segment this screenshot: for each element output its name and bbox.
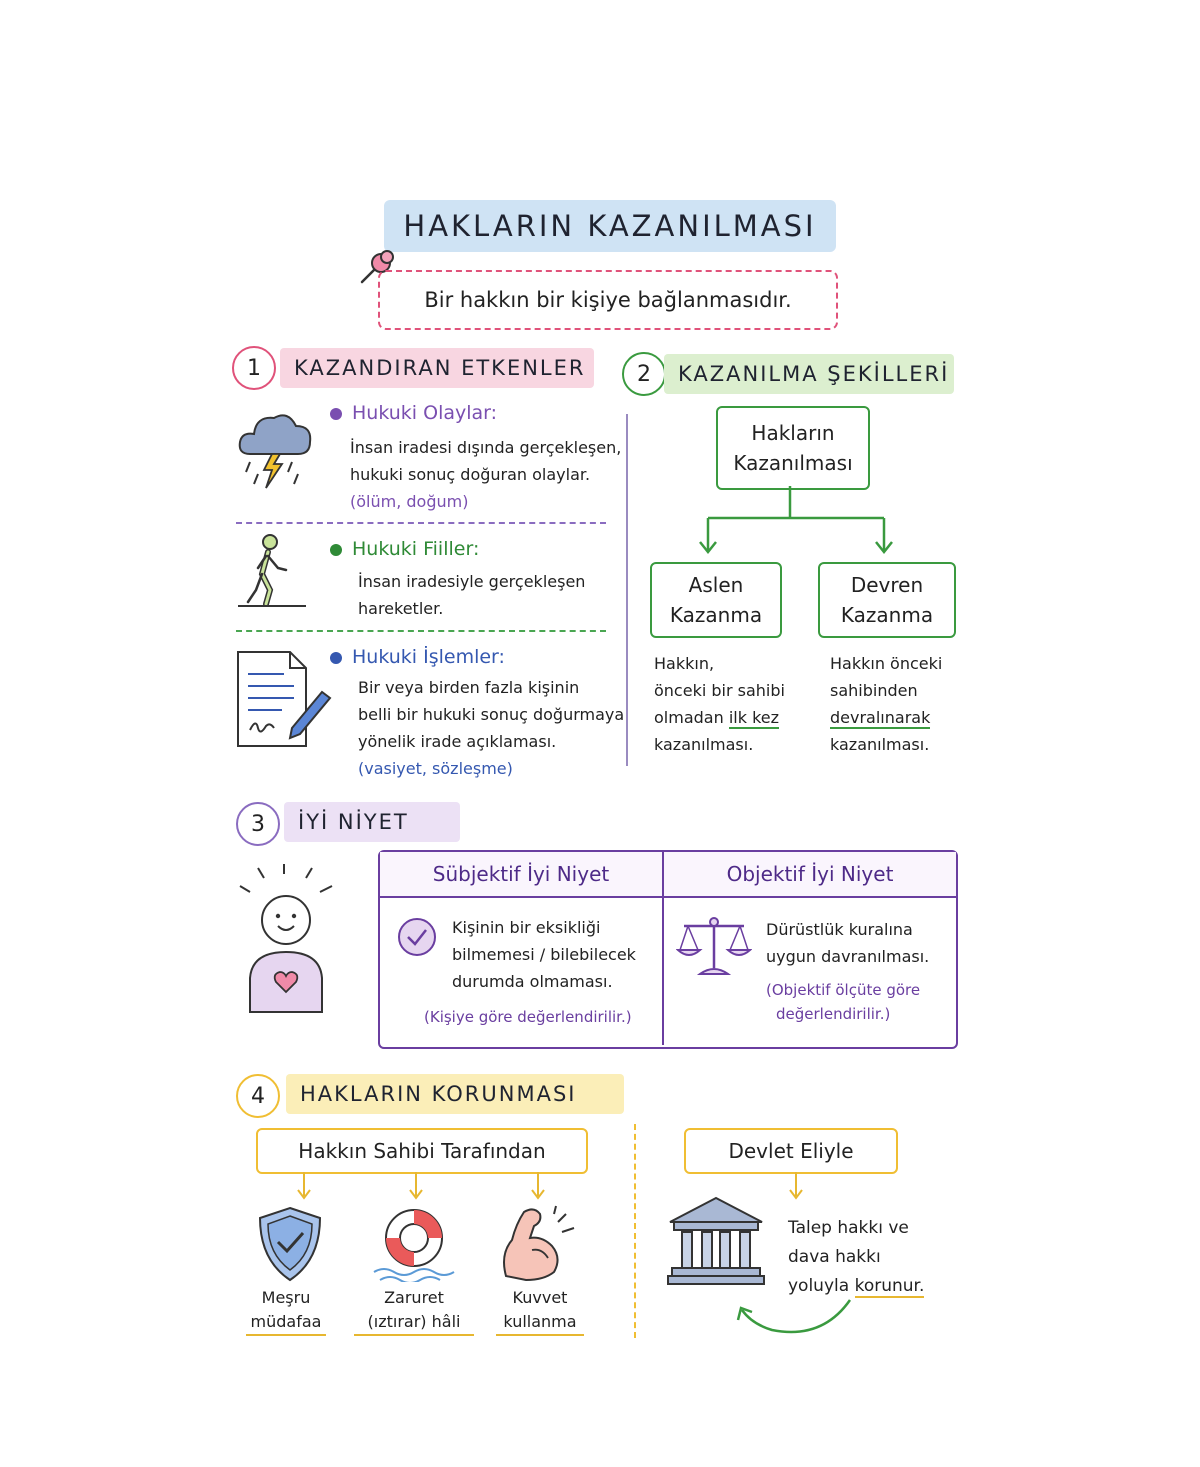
- lifebuoy-icon: [373, 1209, 455, 1282]
- subjective-desc: Kişinin bir eksikliği bilmemesi / bilebi…: [452, 918, 636, 991]
- pushpin-icon: [360, 250, 394, 284]
- column-divider: [626, 414, 628, 766]
- divider: [236, 522, 606, 524]
- good-faith-table: Sübjektif İyi Niyet Objektif İyi Niyet K…: [378, 850, 958, 1049]
- owner-item-2: Zaruret (ıztırar) hâli: [354, 1286, 474, 1336]
- state-protection-box: Devlet Eliyle: [684, 1128, 898, 1174]
- signed-document-icon: [237, 651, 332, 747]
- section-2-heading: KAZANILMA ŞEKİLLERİ: [664, 354, 954, 394]
- storm-cloud-icon: [238, 414, 312, 489]
- bullet-dot-icon: [330, 407, 342, 420]
- walking-person-icon: [238, 534, 306, 607]
- table-divider: [662, 896, 664, 1045]
- bullet-dot-icon: [330, 543, 342, 556]
- flexed-arm-icon: [503, 1205, 575, 1282]
- section-4-heading: HAKLARIN KORUNMASI: [286, 1074, 624, 1114]
- tree-connector: [699, 486, 893, 555]
- happy-person-icon: [239, 864, 333, 1013]
- definition-text: Bir hakkın bir kişiye bağlanmasıdır.: [424, 288, 792, 312]
- owner-item-1: Meşru müdafaa: [246, 1286, 326, 1336]
- devren-kazanma-desc: Hakkın önceki sahibinden devralınarak ka…: [830, 654, 943, 754]
- section-1-number: 1: [232, 346, 276, 390]
- section-3-heading: İYİ NİYET: [284, 802, 460, 842]
- column-divider: [634, 1124, 636, 1338]
- state-desc: Talep hakkı ve dava hakkı yoluyla korunu…: [788, 1218, 925, 1298]
- item-3-title: Hukuki İşlemler:: [330, 646, 505, 668]
- item-3-desc: Bir veya birden fazla kişinin belli bir …: [358, 678, 625, 778]
- subjective-note: (Kişiye göre değerlendirilir.): [424, 1008, 632, 1026]
- item-1-desc: İnsan iradesi dışında gerçekleşen, hukuk…: [350, 438, 622, 511]
- check-circle-icon: [398, 918, 436, 956]
- owner-item-3: Kuvvet kullanma: [496, 1286, 584, 1336]
- owner-protection-box: Hakkın Sahibi Tarafından: [256, 1128, 588, 1174]
- shield-check-icon: [258, 1206, 322, 1282]
- definition-box: Bir hakkın bir kişiye bağlanmasıdır.: [378, 270, 838, 330]
- divider: [236, 630, 606, 632]
- section-3-number: 3: [236, 802, 280, 846]
- courthouse-icon: [667, 1196, 765, 1285]
- objective-header: Objektif İyi Niyet: [726, 862, 894, 886]
- page-title: HAKLARIN KAZANILMASI: [384, 200, 836, 252]
- section-4-number: 4: [236, 1074, 280, 1118]
- curved-arrow-icon: [736, 1299, 852, 1334]
- balance-scale-icon: [676, 917, 752, 975]
- section-2-number: 2: [622, 352, 666, 396]
- bullet-dot-icon: [330, 651, 342, 664]
- aslen-kazanma-desc: Hakkın, önceki bir sahibi olmadan ilk ke…: [654, 654, 785, 754]
- owner-arrows: [297, 1172, 545, 1200]
- item-2-title: Hukuki Fiiller:: [330, 538, 479, 560]
- subjective-header: Sübjektif İyi Niyet: [380, 852, 664, 896]
- item-1-title: Hukuki Olaylar:: [330, 402, 497, 424]
- section-1-heading: KAZANDIRAN ETKENLER: [280, 348, 594, 388]
- objective-note: (Objektif ölçüte göre değerlendirilir.): [766, 981, 921, 1023]
- item-2-desc: İnsan iradesiyle gerçekleşen hareketler.: [358, 572, 586, 618]
- objective-desc: Dürüstlük kuralına uygun davranılması.: [766, 920, 930, 966]
- state-arrow: [789, 1172, 803, 1200]
